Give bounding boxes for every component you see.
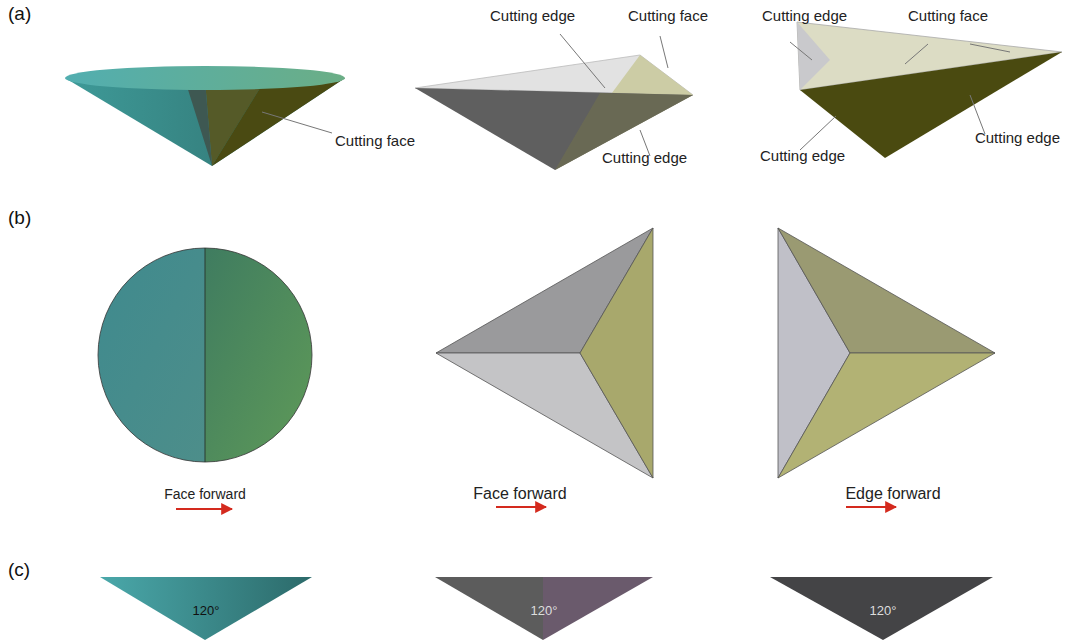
callout-label: Cutting edge bbox=[760, 148, 845, 165]
direction-arrow bbox=[176, 507, 896, 509]
panel-letter: (b) bbox=[8, 208, 31, 229]
callout-label: Cutting face bbox=[628, 8, 708, 25]
section-view bbox=[100, 577, 993, 640]
pyramid-tool bbox=[797, 22, 1062, 158]
callout-label: 120° bbox=[870, 604, 897, 618]
panel-letter: (a) bbox=[8, 4, 31, 25]
leader-line bbox=[262, 34, 1010, 156]
callout-label: Cutting edge bbox=[490, 8, 575, 25]
pyramid-top-view bbox=[436, 228, 653, 478]
callout-label: Cutting edge bbox=[602, 150, 687, 167]
callout-label: Cutting face bbox=[908, 8, 988, 25]
pyramid-top-view bbox=[778, 228, 995, 478]
callout-label: Cutting edge bbox=[975, 130, 1060, 147]
callout-label: Face forward bbox=[164, 487, 246, 502]
pyramid-tool bbox=[415, 55, 693, 170]
cone-tool bbox=[65, 66, 345, 166]
panel-letter: (c) bbox=[8, 560, 30, 581]
callout-label: 120° bbox=[531, 604, 558, 618]
callout-label: Cutting edge bbox=[762, 8, 847, 25]
callout-label: Face forward bbox=[473, 485, 566, 503]
callout-label: Cutting face bbox=[335, 133, 415, 150]
callout-label: Edge forward bbox=[845, 485, 940, 503]
callout-label: 120° bbox=[193, 604, 220, 618]
cone-top-view bbox=[98, 248, 312, 462]
